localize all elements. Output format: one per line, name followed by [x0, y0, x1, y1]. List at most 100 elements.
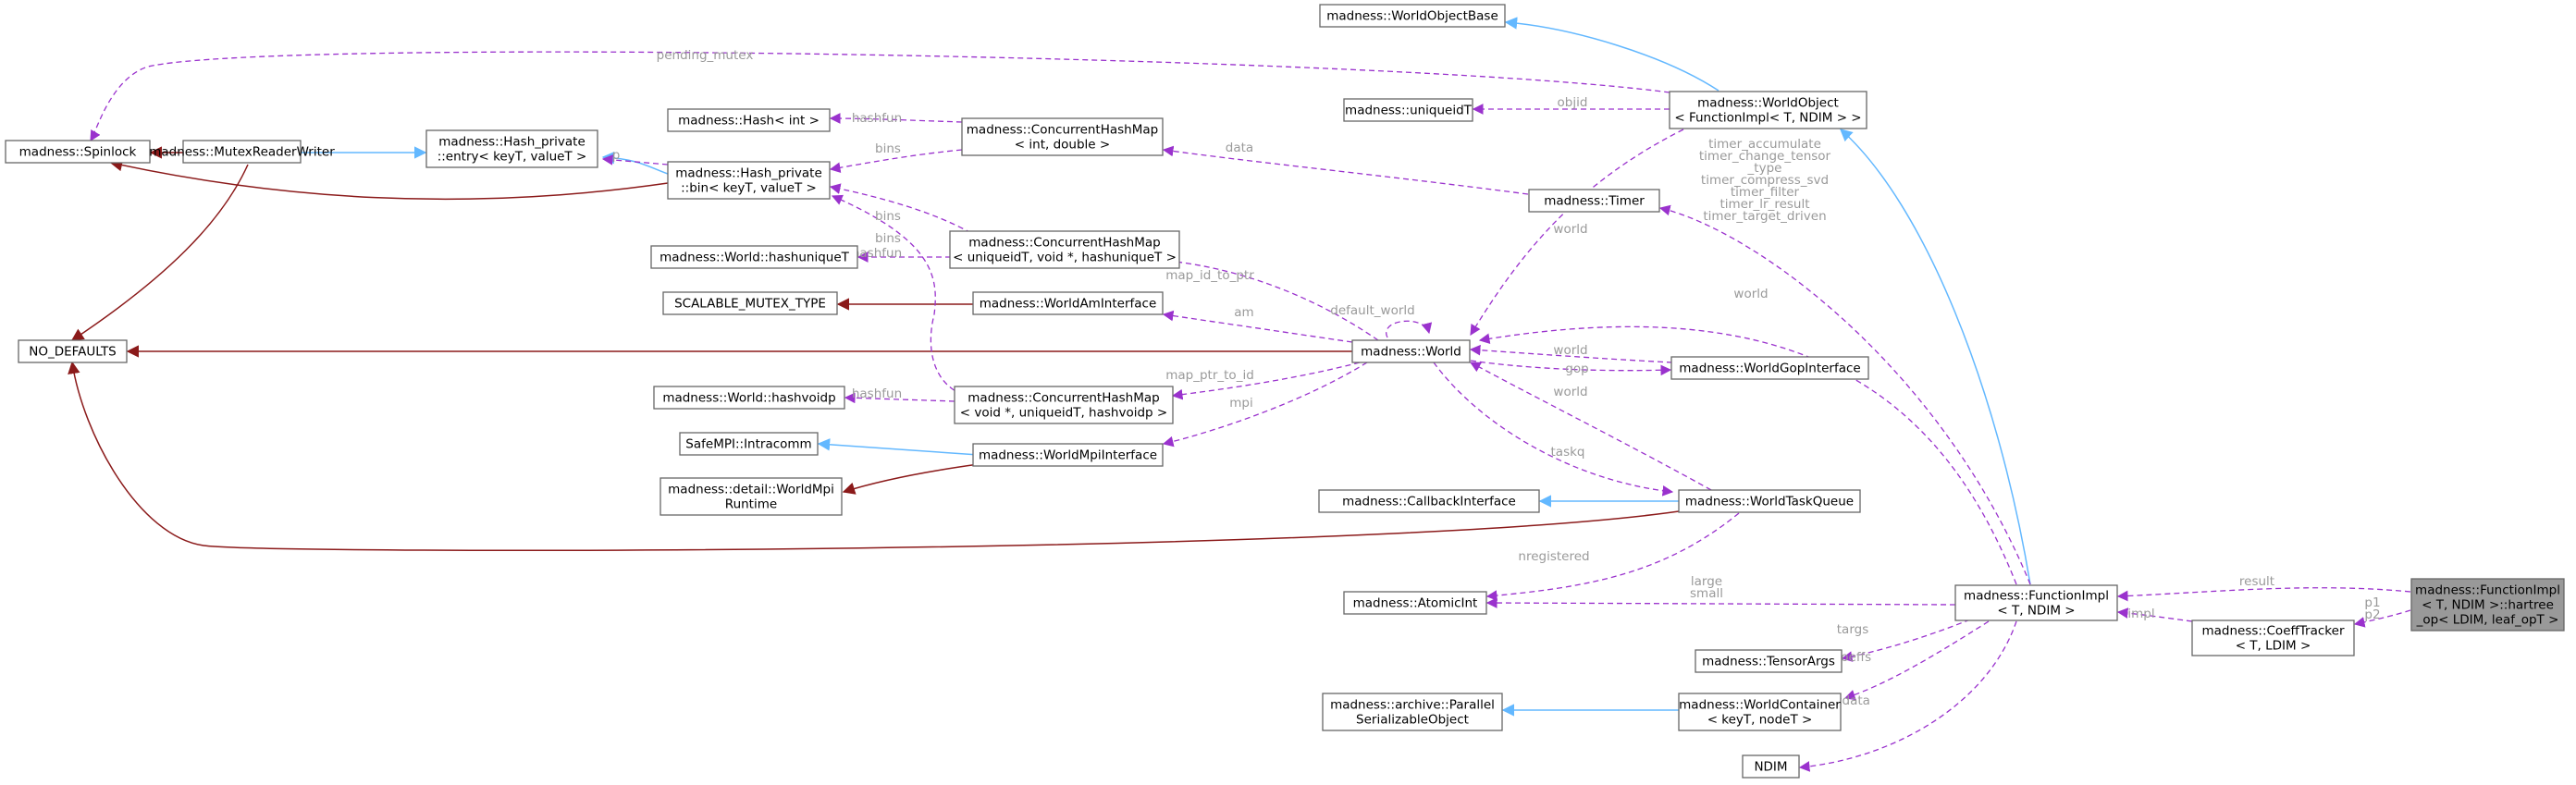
node-ndim[interactable]: NDIM: [1742, 754, 1800, 779]
edge-functionimpl-to-timer: [1658, 204, 2031, 585]
node-concurrent-hashmap-int[interactable]: madness::ConcurrentHashMap< int, double …: [961, 117, 1164, 156]
node-label-line: madness::World: [1361, 345, 1461, 360]
node-worldcontainer[interactable]: madness::WorldContainer< keyT, nodeT >: [1678, 693, 1842, 731]
node-hash-int[interactable]: madness::Hash< int >: [667, 108, 831, 132]
node-box: [1528, 189, 1660, 213]
edge-label-line: timer_change_tensor: [1699, 149, 1831, 164]
edge-mutexrw-to-nodefaults: [70, 164, 249, 341]
node-coefftracker[interactable]: madness::CoeffTracker< T, LDIM >: [2191, 619, 2355, 656]
edge-label-line: timer_target_driven: [1703, 209, 1826, 224]
node-label-line: madness::FunctionImpl: [1964, 589, 2109, 604]
node-label-line: madness::Hash_private: [675, 166, 822, 181]
edge-label-bins-2: bins: [875, 209, 901, 224]
node-worldobjectbase[interactable]: madness::WorldObjectBase: [1319, 4, 1506, 28]
node-parallel-serializable-object[interactable]: madness::archive::ParallelSerializableOb…: [1322, 693, 1503, 731]
node-hashuniquet[interactable]: madness::World::hashuniqueT: [650, 245, 858, 269]
node-box: [679, 432, 819, 456]
edge-label-bins-1: bins: [875, 141, 901, 156]
node-box: [954, 386, 1174, 424]
node-hash-private-entry[interactable]: madness::Hash_private::entry< keyT, valu…: [425, 129, 598, 168]
node-box: [1343, 591, 1487, 615]
edge-label-p: p: [612, 148, 621, 163]
node-worldtaskqueue[interactable]: madness::WorldTaskQueue: [1678, 489, 1861, 513]
node-timer[interactable]: madness::Timer: [1528, 189, 1660, 213]
node-hash-private-bin[interactable]: madness::Hash_private::bin< keyT, valueT…: [667, 161, 831, 200]
node-worldmpiinterface[interactable]: madness::WorldMpiInterface: [972, 443, 1164, 467]
edge-functionimpl-to-worldobject: [1839, 129, 2031, 585]
edge-hashentry-to-hashbin: [601, 154, 669, 166]
edge-functionimpl-to-ndim: [1798, 620, 2017, 772]
node-label-line: < FunctionImpl< T, NDIM > >: [1674, 111, 1861, 126]
edge-label-world-4: world: [1553, 385, 1587, 399]
edge-label-bins-3: bins: [875, 231, 901, 246]
node-box: [5, 140, 151, 164]
node-worldgopinterface[interactable]: madness::WorldGopInterface: [1670, 356, 1869, 380]
edge-chm_uid-to-hashbin: [829, 183, 972, 234]
edge-label-pending-mutex: pending_mutex: [657, 48, 754, 63]
node-spinlock[interactable]: madness::Spinlock: [5, 140, 151, 164]
node-atomicint[interactable]: madness::AtomicInt: [1343, 591, 1487, 615]
edge-label-world-1: world: [1553, 222, 1587, 237]
edge-current-to-coefftracker: [2353, 609, 2411, 628]
node-hashvoidp[interactable]: madness::World::hashvoidp: [653, 386, 845, 410]
edge-label-line: p2: [2364, 607, 2380, 622]
edge-functionimpl-to-tensorargs: [1841, 619, 1971, 662]
node-world[interactable]: madness::World: [1351, 339, 1471, 363]
node-box: [1322, 693, 1503, 731]
node-box: [1319, 4, 1506, 28]
node-box: [972, 291, 1164, 315]
edge-world-to-world: [1386, 320, 1433, 338]
node-functionimpl[interactable]: madness::FunctionImpl< T, NDIM >: [1954, 584, 2118, 621]
edge-label-line: timer_filter: [1731, 185, 1800, 200]
node-callbackinterface[interactable]: madness::CallbackInterface: [1318, 489, 1540, 513]
node-label-line: madness::Hash< int >: [678, 114, 820, 129]
node-intracomm[interactable]: SafeMPI::Intracomm: [679, 432, 819, 456]
node-uniqueidt[interactable]: madness::uniqueidT: [1343, 98, 1473, 122]
edge-taskq-to-world: [1469, 362, 1712, 491]
node-label-line: < uniqueidT, void *, hashuniqueT >: [953, 251, 1177, 265]
node-worldaminterface[interactable]: madness::WorldAmInterface: [972, 291, 1164, 315]
node-label-line: madness::Timer: [1544, 194, 1645, 209]
node-label-line: madness::World::hashuniqueT: [659, 251, 850, 265]
edge-label-data: data: [1226, 141, 1253, 155]
node-box: [1669, 91, 1867, 129]
edge-taskq-to-atomicint: [1485, 512, 1740, 601]
edge-label-hashfun-1: hashfun: [852, 111, 902, 126]
edge-functionimpl-to-atomicint: [1485, 597, 1956, 608]
edge-worldobject-to-world: [1470, 129, 1684, 336]
node-box: [1343, 98, 1473, 122]
node-hartree-op[interactable]: madness::FunctionImpl< T, NDIM >::hartre…: [2410, 578, 2565, 632]
edge-gop-to-world: [1469, 344, 1673, 363]
edge-timer-to-chm_int: [1162, 145, 1529, 195]
node-box: [2410, 578, 2565, 632]
node-mutexreaderwriter[interactable]: madness::MutexReaderWriter: [149, 140, 335, 164]
edge-world-to-taskq: [1433, 362, 1674, 497]
node-worldobject[interactable]: madness::WorldObject< FunctionImpl< T, N…: [1669, 91, 1867, 129]
node-concurrent-hashmap-void[interactable]: madness::ConcurrentHashMap< void *, uniq…: [954, 386, 1174, 424]
node-label-line: madness::World::hashvoidp: [662, 391, 835, 406]
node-box: [1954, 584, 2118, 621]
node-label-line: NDIM: [1754, 760, 1787, 775]
node-label-line: madness::AtomicInt: [1353, 596, 1478, 611]
edge-label-targs: targs: [1837, 622, 1868, 637]
edge-label-mpi: mpi: [1229, 396, 1252, 411]
node-box: [1678, 693, 1842, 731]
node-tensorargs[interactable]: madness::TensorArgs: [1695, 649, 1843, 673]
node-scalable-mutex-type[interactable]: SCALABLE_MUTEX_TYPE: [662, 291, 838, 315]
node-label-line: madness::CoeffTracker: [2201, 624, 2344, 639]
edge-worldobject-to-spinlock: [90, 51, 1670, 142]
node-label-line: < void *, uniqueidT, hashvoidp >: [960, 406, 1167, 421]
edge-label-world-3: world: [1553, 343, 1587, 358]
node-box: [2191, 619, 2355, 656]
edge-world-to-gop: [1470, 360, 1672, 376]
node-concurrent-hashmap-uid[interactable]: madness::ConcurrentHashMap< uniqueidT, v…: [949, 230, 1180, 269]
edge-coefftracker-to-functionimpl: [2116, 607, 2193, 622]
edge-label-line: small: [1690, 586, 1723, 601]
node-box: [1318, 489, 1540, 513]
edge-label-map-id-to-ptr: map_id_to_ptr: [1165, 268, 1254, 283]
edge-current-to-functionimpl: [2116, 587, 2411, 602]
node-no-defaults[interactable]: NO_DEFAULTS: [18, 339, 128, 363]
